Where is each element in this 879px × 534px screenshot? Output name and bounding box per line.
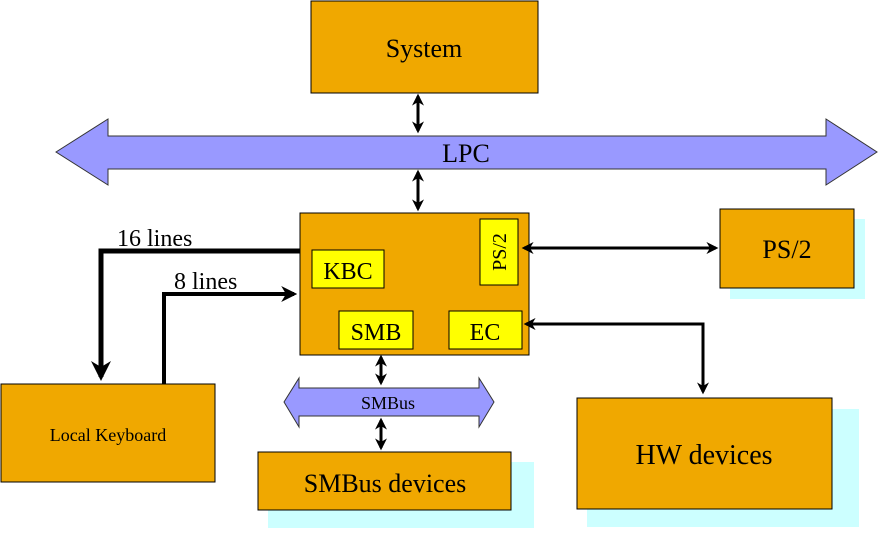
local-keyboard-box: [0, 383, 216, 483]
smbus-bus: [283, 376, 495, 429]
eight-lines-link: [162, 286, 298, 384]
local-keyboard-label: Local Keyboard: [50, 425, 166, 445]
smbus-devices-box: [257, 451, 512, 511]
ps2-device-box: [719, 208, 855, 289]
sixteen-lines-link: [91, 248, 300, 381]
smbus-label: SMBus: [361, 393, 415, 413]
smbus-devices-label: SMBus devices: [304, 469, 467, 498]
hw-devices-label: HW devices: [635, 440, 772, 471]
ec-label: EC: [470, 320, 501, 346]
lpc-bus: [55, 118, 878, 186]
system-box: [310, 0, 539, 94]
ps2-device-label: PS/2: [762, 235, 811, 264]
eight-lines-label: 8 lines: [174, 269, 237, 295]
ps2-port-box: [479, 218, 519, 286]
smb-box: [338, 310, 414, 350]
hw-devices-box: [576, 397, 833, 510]
ps2-port-label: PS/2: [489, 233, 511, 271]
smb-label: SMB: [351, 320, 402, 346]
lpc-label: LPC: [442, 139, 490, 168]
sixteen-lines-label: 16 lines: [117, 226, 192, 252]
kbc-box: [311, 249, 385, 289]
kbc-label: KBC: [323, 259, 372, 285]
system-label: System: [386, 34, 463, 63]
ec-hw-link: [523, 318, 709, 395]
ec-box: [448, 310, 523, 350]
